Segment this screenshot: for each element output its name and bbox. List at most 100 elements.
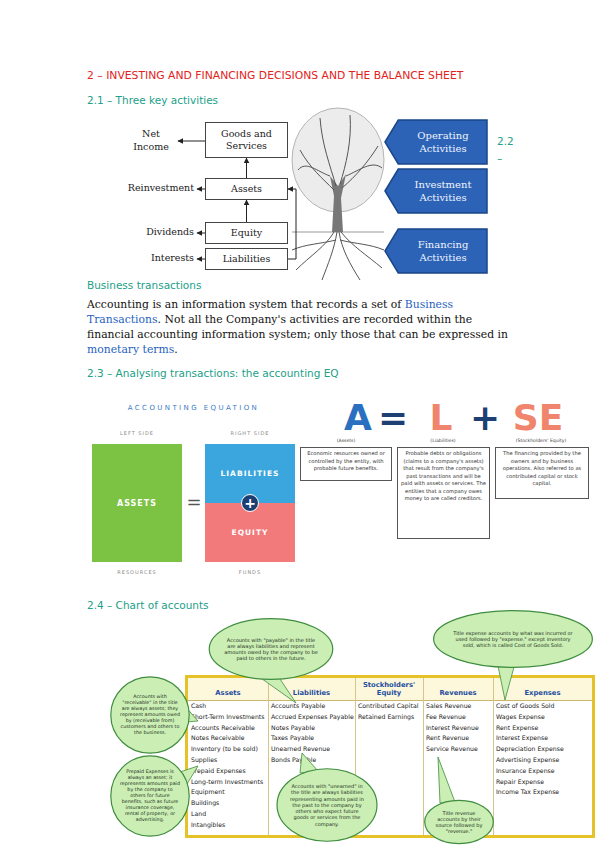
section-heading: 2.1 – Three key activities <box>87 94 407 107</box>
equals-sign: = <box>183 493 205 511</box>
arrow-shape <box>385 229 487 273</box>
definition-box-text: The financing provided by the owners and… <box>499 450 585 488</box>
page-title: 2 – INVESTING AND FINANCING DECISIONS AN… <box>87 69 567 82</box>
table-cell: Buildings <box>191 799 267 806</box>
column-rule <box>268 678 269 835</box>
table-cell: Intangibles <box>191 821 267 828</box>
table-cell: Wages Expense <box>496 713 591 720</box>
table-cell: Repair Expense <box>496 778 591 785</box>
callout-bubble-text: Accounts with "payable" in the title are… <box>224 637 318 662</box>
flow-connector <box>246 200 247 222</box>
table-cell: Retained Earnings <box>358 713 422 720</box>
section-heading: 2.3 – Analysing transactions: the accoun… <box>87 367 487 380</box>
plus-circle-text: + <box>244 496 256 510</box>
outflow-arrow <box>197 259 205 260</box>
table-cell: Fee Revenue <box>426 713 492 720</box>
arrow-shape <box>385 169 487 213</box>
table-cell: Prepaid Expenses <box>191 767 267 774</box>
definition-box: Probable debts or obligations (claims to… <box>397 447 490 539</box>
callout-bubble: Accounts with "payable" in the title are… <box>208 618 334 680</box>
flow-connector <box>246 158 247 178</box>
outflow-arrows <box>178 141 205 259</box>
side-caption: FUNDS <box>205 569 295 575</box>
assets-block: ASSETS <box>92 444 182 562</box>
table-cell: Land <box>191 810 267 817</box>
equity-block-text: EQUITY <box>232 528 269 537</box>
section-heading: 2.4 – Chart of accounts <box>87 599 407 612</box>
callout-bubble-text: Title expense accounts by what was incur… <box>452 630 574 649</box>
table-cell: Interest Expense <box>496 734 591 741</box>
flow-label: Dividends <box>126 226 194 239</box>
callout-bubble: Title expense accounts by what was incur… <box>432 610 594 668</box>
flow-box: Goods and Services <box>205 122 288 158</box>
activity-arrow-text: Financing Activities <box>399 238 487 264</box>
flow-box-text: Assets <box>231 183 262 195</box>
equation-caption: (Stockholders' Equity) <box>495 438 587 444</box>
table-cell: Rent Revenue <box>426 734 492 741</box>
definition-box-text: Probable debts or obligations (claims to… <box>401 450 486 503</box>
plus-circle: + <box>241 494 259 512</box>
arrow-outline <box>385 229 487 273</box>
flow-label: Interests <box>126 252 194 265</box>
definition-box-text: Economic resources owned or controlled b… <box>304 450 388 473</box>
activity-arrow-text: Investment Activities <box>399 178 487 204</box>
liabilities-block-text: LIABILITIES <box>221 469 280 478</box>
table-cell: Accounts Payable <box>271 702 354 709</box>
equation-caption: (Liabilities) <box>405 438 481 444</box>
ellipse-shape <box>277 769 377 842</box>
activity-arrow: Investment Activities <box>385 169 487 213</box>
side-caption: RIGHT SIDE <box>205 430 295 436</box>
arrow-outline <box>385 169 487 213</box>
table-cell: Cash <box>191 702 267 709</box>
column-header: Revenues <box>424 678 492 700</box>
paragraph-text: Accounting is an information system that… <box>87 298 401 311</box>
table-cell: Unearned Revenue <box>271 745 354 752</box>
equation-letter: SE <box>505 400 571 436</box>
callout-bubble-text: Prepaid Expenses is always an asset; it … <box>120 769 180 823</box>
column-rule <box>493 678 494 835</box>
assets-block-text: ASSETS <box>117 499 157 508</box>
activity-arrow: Operating Activities <box>385 120 487 164</box>
table-cell: Bonds Payable <box>271 756 354 763</box>
tree-roots <box>292 232 384 280</box>
outflow-arrow <box>197 189 205 190</box>
table-cell: Rent Expense <box>496 724 591 731</box>
flow-box-text: Goods and Services <box>212 128 281 153</box>
tree-illustration <box>292 108 384 280</box>
table-cell: Depreciation Expense <box>496 745 591 752</box>
callout-bubble: Title revenue accounts by their source f… <box>424 800 494 844</box>
activity-arrow: Financing Activities <box>385 229 487 273</box>
column-header: Liabilities <box>269 678 354 700</box>
column-header: Expenses <box>494 678 591 700</box>
definition-box: The financing provided by the owners and… <box>495 447 589 499</box>
callout-bubble-text: Accounts with "receivable" in the title … <box>120 694 180 736</box>
activity-arrow-text: Operating Activities <box>399 129 487 155</box>
tree-trunk <box>330 174 346 232</box>
callout-bubble: Prepaid Expenses is always an asset; it … <box>110 755 190 837</box>
section-heading: 2.2 <box>497 135 527 148</box>
tree-branches <box>298 115 382 190</box>
ellipse-shape <box>111 677 189 753</box>
table-cell: Accrued Expenses Payable <box>271 713 354 720</box>
tree-canopy <box>292 108 384 212</box>
side-caption: LEFT SIDE <box>92 430 182 436</box>
callout-bubble-text: Accounts with "unearned" in the title ar… <box>290 783 364 827</box>
paragraph-text: . <box>174 343 177 356</box>
side-caption: RESOURCES <box>92 569 182 575</box>
section-heading: – <box>497 152 527 165</box>
equation-operator: = <box>378 400 408 436</box>
table-cell: Insurance Expense <box>496 767 591 774</box>
flow-box: Equity <box>205 222 288 244</box>
table-cell: Accounts Receivable <box>191 724 267 731</box>
equation-operator: + <box>468 400 502 436</box>
ground-line <box>292 232 384 233</box>
callout-bubble-text: Title revenue accounts by their source f… <box>434 810 484 835</box>
table-cell: Supplies <box>191 756 267 763</box>
table-cell: Contributed Capital <box>358 702 422 709</box>
flow-label: Net Income <box>126 128 176 154</box>
flow-box: Liabilities <box>205 248 288 270</box>
column-rule <box>423 678 424 835</box>
outflow-arrow <box>197 233 205 234</box>
table-cell: Notes Receivable <box>191 734 267 741</box>
flow-box: Assets <box>205 178 288 200</box>
